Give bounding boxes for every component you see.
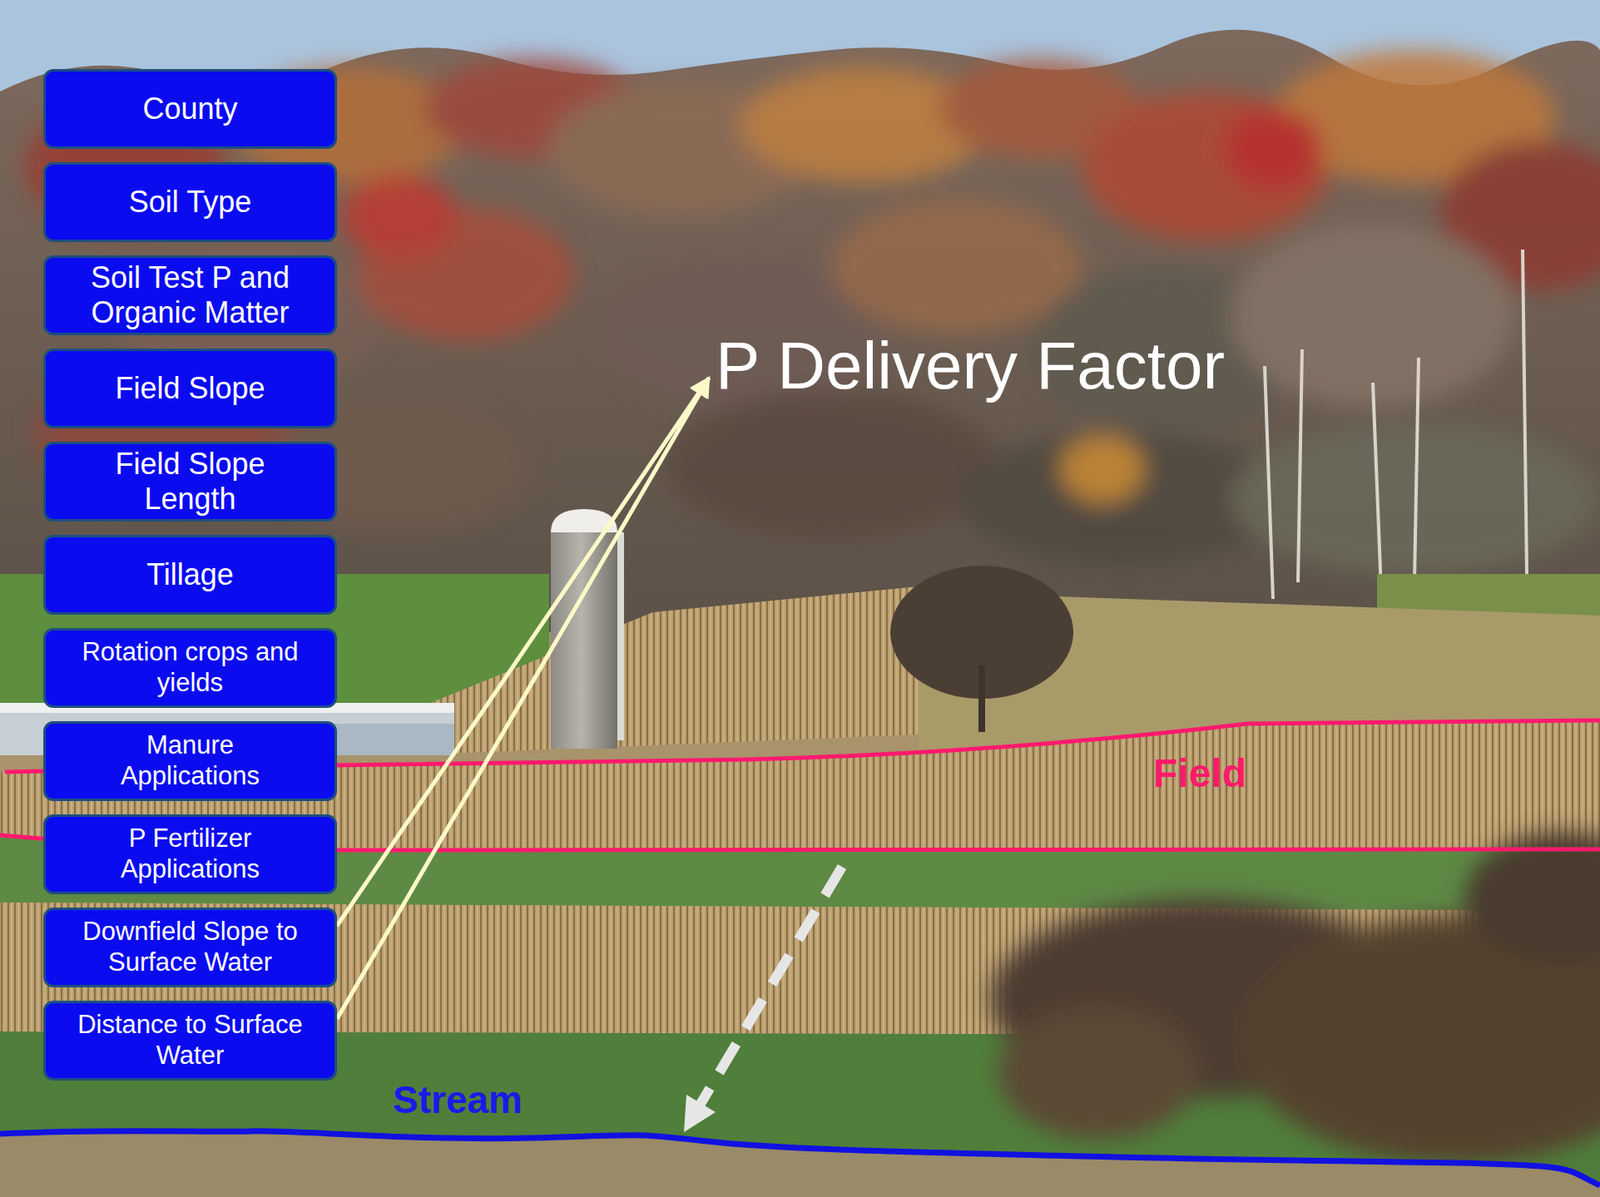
shrubs: [990, 832, 1600, 1165]
factor-label: Tillage: [146, 557, 234, 593]
foliage: [341, 174, 458, 258]
factor-arrow: [336, 377, 709, 927]
stream-label: Stream: [392, 1079, 523, 1120]
factor-label: Manure Applications: [86, 730, 295, 792]
factor-label: Field Slope Length: [65, 446, 316, 518]
factor-box: P Fertilizer Applications: [43, 814, 337, 895]
factor-label: County: [142, 91, 238, 127]
factor-label: Soil Type: [128, 184, 252, 220]
autumn-foliage: [24, 49, 1600, 575]
foliage: [832, 199, 1082, 333]
foliage: [1060, 435, 1145, 503]
factor-box: Distance to Surface Water: [43, 1000, 337, 1081]
tree-trunk: [978, 665, 986, 733]
factor-arrow: [336, 377, 709, 1020]
factor-label: P Fertilizer Applications: [86, 823, 295, 885]
streambank-grass: [0, 1130, 1600, 1197]
factor-label: Distance to Surface Water: [53, 1010, 328, 1071]
birch-trunks: [1264, 249, 1527, 600]
shrub: [998, 1006, 1199, 1140]
factor-box: Manure Applications: [43, 721, 337, 802]
field-label: Field: [1153, 752, 1247, 795]
factor-box: Soil Type: [43, 162, 337, 243]
factor-box: Soil Test P and Organic Matter: [43, 255, 337, 336]
foliage: [665, 391, 999, 541]
factor-label: Rotation crops and yields: [54, 637, 326, 699]
factor-label: Field Slope: [114, 371, 265, 407]
factor-box: Tillage: [43, 534, 337, 615]
corn-slope: [428, 586, 919, 755]
runoff-arrow: [700, 866, 843, 1105]
trunk: [1372, 382, 1382, 591]
trunk: [1522, 249, 1527, 575]
trunk: [1264, 366, 1274, 600]
pole: [617, 532, 625, 741]
foliage: [1081, 91, 1332, 242]
result-title: P Delivery Factor: [715, 329, 1225, 403]
trunk: [1297, 349, 1303, 583]
factor-label: Soil Test P and Organic Matter: [65, 260, 316, 332]
wooded-hill: [0, 29, 1600, 633]
stream-line: [0, 1130, 1600, 1186]
factor-box: County: [43, 69, 337, 149]
runoff-arrowhead: [683, 1094, 716, 1133]
trunk: [1414, 357, 1419, 583]
factor-box: Rotation crops and yields: [43, 628, 337, 709]
result-node: P Delivery Factor: [707, 320, 1237, 412]
factor-box: Field Slope Length: [43, 441, 337, 522]
foliage: [1223, 108, 1323, 192]
factor-box: Downfield Slope to Surface Water: [43, 907, 337, 988]
foliage: [1231, 224, 1515, 408]
shrub: [1464, 832, 1600, 966]
factor-box: Field Slope: [43, 348, 337, 429]
factor-label: Downfield Slope to Surface Water: [54, 916, 326, 978]
